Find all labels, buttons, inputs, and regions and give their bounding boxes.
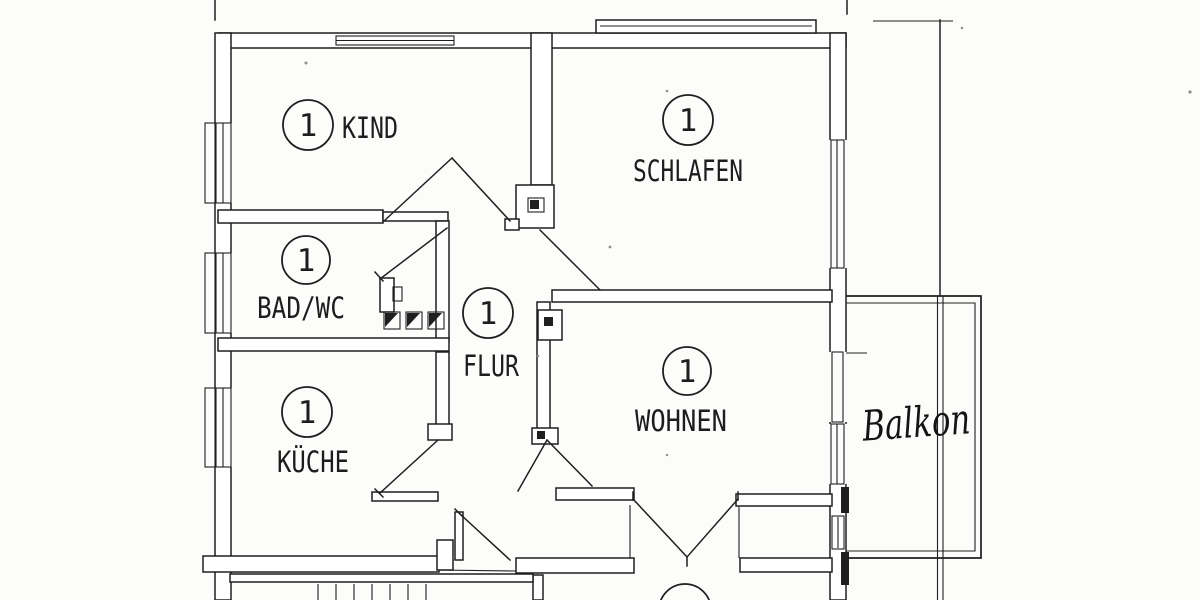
wall-kind-bad (217, 209, 384, 224)
room-number-schlafen: 1 (679, 103, 698, 139)
wall-bottom-left (202, 555, 440, 573)
wall-schlafen-wohnen (551, 289, 833, 303)
shaft-box (427, 311, 445, 330)
room-number-circle-kueche (281, 386, 333, 438)
jamb-bad-shaft (379, 277, 395, 313)
noise-dot (608, 245, 612, 249)
wall-bottom-right (739, 557, 833, 573)
shaft-hatch-boxes (383, 311, 445, 330)
room-number-circle-kind (282, 99, 334, 151)
wall-kind-bad-thin (382, 211, 449, 222)
door-swing-tick (453, 507, 465, 519)
room-number-wohnen: 1 (678, 354, 697, 390)
room-number-circle-flur (462, 287, 514, 339)
balcony-outline (846, 295, 982, 559)
shaft-box (405, 311, 423, 330)
door-stop-mark (530, 200, 539, 209)
door-swing-entry (458, 512, 512, 562)
lower-balcony-door (831, 515, 845, 550)
shaft-box-hatch (385, 313, 398, 327)
wall-entry-jog (436, 539, 454, 571)
room-number-bad: 1 (297, 243, 316, 279)
window-kind-left-sill (204, 122, 216, 204)
room-label-flur: FLUR (463, 349, 519, 383)
balcony (846, 295, 982, 559)
jamb-notch (392, 286, 403, 302)
room-label-schlafen: SCHLAFEN (633, 154, 743, 188)
wall-bottom-mid (515, 557, 635, 574)
door-swing-kind (450, 156, 512, 223)
stairhall-wall (229, 573, 534, 583)
wall-right (829, 32, 847, 600)
door-swings (373, 156, 740, 567)
door-swing-tick (373, 487, 385, 499)
noise-dot (665, 453, 669, 457)
jamb-inner-box (527, 197, 545, 213)
entry-threshold (436, 569, 517, 572)
jamb-kueche (427, 423, 453, 441)
room-labels: KIND SCHLAFEN BAD/WC FLUR KÜCHE WOHNEN B… (257, 111, 972, 479)
noise-dot (1188, 90, 1192, 94)
room-number-kind: 1 (299, 108, 318, 144)
windows (204, 25, 867, 585)
jamb-wohnen-nw (537, 309, 563, 341)
door-swing-bad (378, 226, 449, 281)
door-swing-schlafen (538, 228, 602, 292)
door-swing-tick (373, 270, 385, 283)
door-stop-mark (537, 431, 545, 439)
room-label-kind: KIND (342, 111, 398, 145)
noise-dot (665, 89, 669, 93)
wall-bad-flur (435, 220, 450, 342)
room-number-circle-schlafen (662, 94, 714, 146)
door-swing-lower-room (631, 497, 689, 559)
door-swing-kueche (378, 438, 440, 495)
interior-walls (217, 32, 833, 600)
shaft-box (383, 311, 401, 330)
room-number-kueche: 1 (298, 395, 317, 431)
wall-wohnen-bottom-east (735, 493, 833, 507)
door-frame-mark (841, 552, 849, 585)
wall-wohnen-bottom-west (555, 487, 635, 501)
window-bad-left-sill (204, 252, 216, 334)
balcony-label: Balkon (860, 394, 972, 450)
wall-entry-side (454, 511, 464, 561)
shaft-box-hatch (407, 313, 420, 327)
door-jambs (379, 184, 563, 445)
balcony-door (831, 351, 844, 423)
lower-room-number-circle (660, 583, 710, 600)
room-label-bad-wc: BAD/WC (257, 291, 345, 325)
window-kueche-left-sill (204, 387, 216, 468)
wall-bad-kueche (217, 337, 450, 352)
room-number-circle-bad (281, 235, 331, 285)
noise-dot (536, 354, 540, 358)
door-swing-lower-room (685, 497, 740, 559)
staircase (229, 569, 710, 600)
jamb-step-kind (504, 218, 520, 231)
wall-kueche-stub (371, 491, 439, 502)
wall-kueche-flur (435, 351, 450, 431)
room-label-kueche: KÜCHE (277, 445, 349, 479)
room-label-wohnen: WOHNEN (635, 404, 727, 438)
balcony-inner-line (846, 302, 976, 552)
shaft-box-hatch (429, 313, 442, 327)
noise-dot (304, 61, 308, 65)
noise-dot (960, 26, 964, 30)
door-swing-kind (382, 156, 454, 223)
scan-noise (304, 26, 1192, 457)
room-number-circle-wohnen (662, 346, 712, 396)
wall-kind-schlafen (530, 32, 553, 186)
door-stop-mark (544, 317, 553, 326)
door-swing-wohnen (516, 438, 549, 493)
door-gap (828, 352, 847, 422)
room-number-circles: 1 1 1 1 1 1 (281, 94, 714, 438)
door-frame-mark (841, 487, 849, 513)
room-number-flur: 1 (479, 296, 498, 332)
wall-stairhall-vert (532, 574, 544, 600)
door-swing-wohnen (545, 438, 594, 488)
section-lines (214, 0, 953, 600)
